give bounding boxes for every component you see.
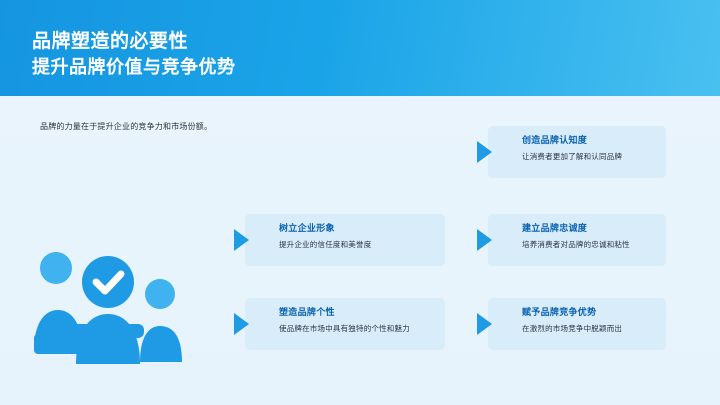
- card-description: 让消费者更加了解和认同品牌: [522, 151, 623, 161]
- slide-header: 品牌塑造的必要性 提升品牌价值与竞争优势: [0, 0, 720, 96]
- page-title: 品牌塑造的必要性: [32, 31, 189, 52]
- arrow-right-icon: [234, 229, 249, 251]
- feature-card[interactable]: 树立企业形象 提升企业的信任度和美誉度: [234, 214, 445, 266]
- card-description: 使品牌在市场中具有独特的个性和魅力: [279, 323, 410, 333]
- people-check-icon: [28, 238, 208, 368]
- arrow-right-icon: [477, 229, 492, 251]
- card-description: 提升企业的信任度和美誉度: [279, 239, 372, 249]
- arrow-right-icon: [477, 141, 492, 163]
- card-title: 建立品牌忠诚度: [522, 223, 588, 233]
- card-title: 创造品牌认知度: [522, 135, 588, 145]
- arrow-right-icon: [234, 313, 249, 335]
- feature-card[interactable]: 建立品牌忠诚度 培养消费者对品牌的忠诚和粘性: [477, 214, 666, 266]
- page-subtitle: 提升品牌价值与竞争优势: [32, 57, 236, 77]
- card-title: 塑造品牌个性: [279, 307, 335, 317]
- intro-paragraph: 品牌的力量在于提升企业的竞争力和市场份额。: [40, 122, 213, 131]
- card-title: 赋予品牌竞争优势: [522, 307, 597, 317]
- card-description: 在激烈的市场竞争中脱颖而出: [522, 323, 623, 333]
- card-title: 树立企业形象: [279, 223, 335, 233]
- feature-card[interactable]: 塑造品牌个性 使品牌在市场中具有独特的个性和魅力: [234, 298, 445, 350]
- feature-card[interactable]: 赋予品牌竞争优势 在激烈的市场竞争中脱颖而出: [477, 298, 666, 350]
- arrow-right-icon: [477, 313, 492, 335]
- feature-card[interactable]: 创造品牌认知度 让消费者更加了解和认同品牌: [477, 126, 666, 178]
- card-description: 培养消费者对品牌的忠诚和粘性: [522, 239, 630, 249]
